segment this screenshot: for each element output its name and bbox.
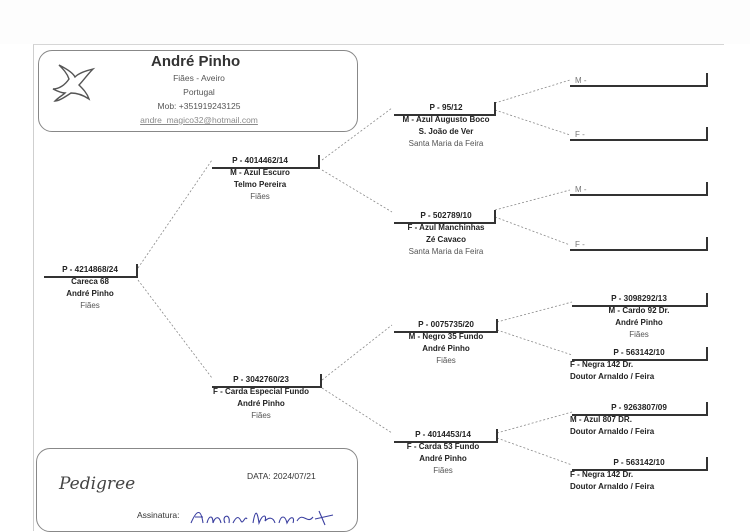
subject-name: Careca 68: [71, 277, 109, 286]
ggp-bird: P - 9263807/09 M - Azul 807 DR. Doutor A…: [570, 402, 708, 438]
breeder-location: Fiães - Aveiro: [173, 73, 225, 83]
dam-bird: P - 3042760/23 F - Carda Especial Fundo …: [196, 374, 326, 422]
dam-place: Fiães: [251, 411, 271, 420]
id-underline: [572, 293, 708, 307]
footer-box: Pedigree DATA: 2024/07/21 Assinatura:: [36, 448, 358, 532]
empty-slot-label: M -: [575, 76, 587, 85]
sire-sire-bird: P - 95/12 M - Azul Augusto Boco S. João …: [388, 102, 504, 150]
dd-name: F - Carda 53 Fundo: [406, 442, 480, 451]
ggp-bird: P - 563142/10 F - Negra 142 Dr. Doutor A…: [570, 347, 708, 383]
dd-place: Fiães: [433, 466, 453, 475]
empty-slot-line: [570, 73, 708, 87]
handwritten-signature: [190, 510, 334, 526]
empty-slot-line: [570, 127, 708, 141]
ggp-breeder: André Pinho: [615, 318, 663, 327]
dam-sire-bird: P - 0075735/20 M - Negro 35 Fundo André …: [388, 319, 504, 367]
ggp-place: Fiães: [629, 330, 649, 339]
ggp-name: F - Negra 142 Dr.: [570, 360, 634, 369]
empty-slot-label: F -: [575, 130, 585, 139]
breeder-country: Portugal: [183, 87, 215, 97]
date-label: DATA: 2024/07/21: [247, 471, 316, 481]
ds-place: Fiães: [436, 356, 456, 365]
sire-bird: P - 4014462/14 M - Azul Escuro Telmo Per…: [200, 155, 320, 203]
ds-id: P - 0075735/20: [418, 320, 474, 329]
sire-breeder: Telmo Pereira: [233, 180, 287, 189]
signature-label: Assinatura:: [137, 510, 180, 520]
sd-name: F - Azul Manchinhas: [407, 223, 485, 232]
ggp-name: M - Azul 807 DR.: [570, 415, 632, 424]
ss-id: P - 95/12: [429, 103, 463, 112]
id-underline: [394, 319, 498, 333]
dam-name: F - Carda Especial Fundo: [212, 387, 309, 396]
sd-place: Santa Maria da Feira: [408, 247, 484, 256]
sd-id: P - 502789/10: [420, 211, 472, 220]
id-underline: [572, 402, 708, 416]
sire-dam-bird: P - 502789/10 F - Azul Manchinhas Zé Cav…: [388, 210, 504, 258]
empty-slot-line: [570, 237, 708, 251]
ggp-breeder: Doutor Arnaldo / Feira: [570, 427, 655, 436]
id-underline: [212, 155, 320, 169]
subject-bird: P - 4214868/24 Careca 68 André Pinho Fiã…: [40, 264, 140, 312]
id-underline: [394, 429, 498, 443]
dd-id: P - 4014453/14: [415, 430, 471, 439]
ggp-name: F - Negra 142 Dr.: [570, 470, 634, 479]
subject-id: P - 4214868/24: [62, 265, 118, 274]
dam-breeder: André Pinho: [237, 399, 285, 408]
ds-name: M - Negro 35 Fundo: [408, 332, 484, 341]
subject-place: Fiães: [80, 301, 100, 310]
ggp-id: P - 3098292/13: [611, 294, 667, 303]
sd-breeder: Zé Cavaco: [425, 235, 467, 244]
ss-name: M - Azul Augusto Boco: [402, 115, 490, 124]
ggp-bird: P - 563142/10 F - Negra 142 Dr. Doutor A…: [570, 457, 708, 493]
id-underline: [394, 210, 496, 224]
ggp-id: P - 563142/10: [613, 458, 665, 467]
breeder-mobile: Mob: +351919243125: [157, 101, 241, 111]
id-underline: [572, 457, 708, 471]
subject-breeder: André Pinho: [66, 289, 114, 298]
ggp-id: P - 9263807/09: [611, 403, 667, 412]
dove-icon: [52, 64, 96, 102]
ggp-name: M - Cardo 92 Dr.: [608, 306, 670, 315]
scan-margin: [0, 0, 750, 44]
empty-slot-line: [570, 182, 708, 196]
sire-name: M - Azul Escuro: [230, 168, 290, 177]
sire-id: P - 4014462/14: [232, 156, 288, 165]
ggp-bird: P - 3098292/13 M - Cardo 92 Dr. André Pi…: [570, 293, 708, 341]
ggp-id: P - 563142/10: [613, 348, 665, 357]
pedigree-title: Pedigree: [59, 474, 136, 494]
empty-slot-label: F -: [575, 240, 585, 249]
ss-place: Santa Maria da Feira: [408, 139, 484, 148]
dd-breeder: André Pinho: [419, 454, 467, 463]
id-underline: [44, 264, 138, 278]
id-underline: [394, 102, 496, 116]
empty-slot-label: M -: [575, 185, 587, 194]
ss-breeder: S. João de Ver: [418, 127, 474, 136]
breeder-header: André Pinho Fiães - Aveiro Portugal Mob:…: [38, 50, 358, 132]
breeder-name: André Pinho: [151, 53, 241, 70]
ggp-breeder: Doutor Arnaldo / Feira: [570, 482, 655, 491]
dam-id: P - 3042760/23: [233, 375, 289, 384]
ds-breeder: André Pinho: [422, 344, 470, 353]
sire-place: Fiães: [250, 192, 270, 201]
breeder-email[interactable]: andre_magico32@hotmail.com: [140, 115, 258, 125]
ggp-breeder: Doutor Arnaldo / Feira: [570, 372, 655, 381]
id-underline: [212, 374, 322, 388]
id-underline: [572, 347, 708, 361]
dam-dam-bird: P - 4014453/14 F - Carda 53 Fundo André …: [380, 429, 506, 477]
